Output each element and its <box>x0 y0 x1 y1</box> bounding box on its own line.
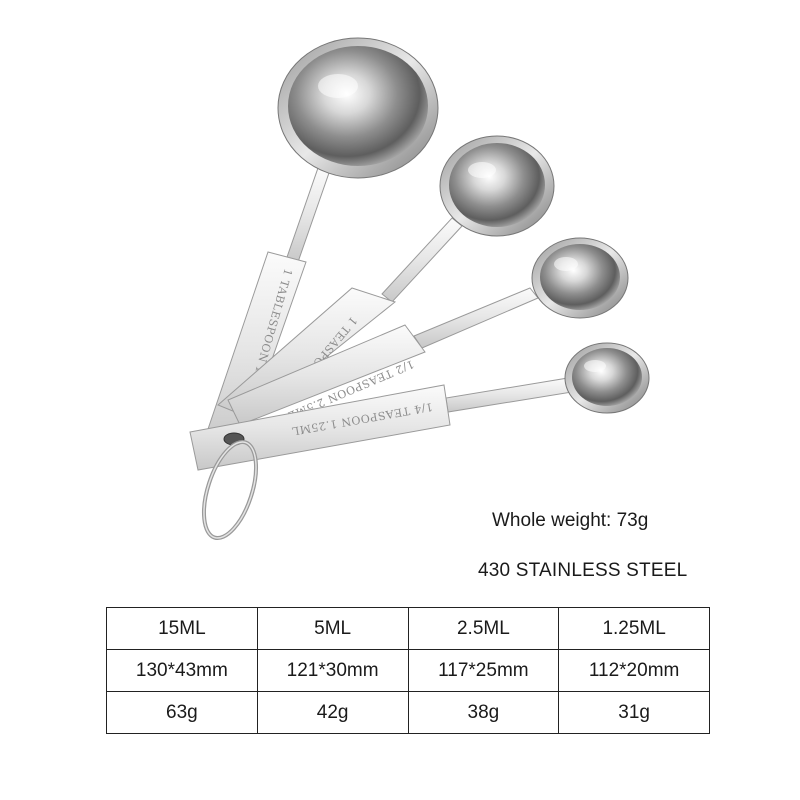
material-label: 430 STAINLESS STEEL <box>478 560 688 581</box>
table-cell: 1.25ML <box>558 607 710 650</box>
table-cell: 121*30mm <box>256 649 409 692</box>
table-cell: 117*25mm <box>407 649 560 692</box>
key-ring <box>201 432 259 541</box>
whole-weight-label: Whole weight: 73g <box>492 510 649 531</box>
table-cell: 38g <box>407 691 560 734</box>
table-cell: 5ML <box>256 607 409 650</box>
table-row-capacity: 15ML 5ML 2.5ML 1.25ML <box>106 607 710 650</box>
measuring-spoons-image: 1 TABLESPOON 15ML 1 TEASPOON 5ML 1/2 TEA… <box>189 37 650 541</box>
table-cell: 63g <box>106 691 258 734</box>
table-cell: 15ML <box>106 607 258 650</box>
table-cell: 2.5ML <box>407 607 560 650</box>
table-cell: 112*20mm <box>558 649 710 692</box>
table-cell: 42g <box>256 691 409 734</box>
spec-table: 15ML 5ML 2.5ML 1.25ML 130*43mm 121*30mm … <box>106 607 710 734</box>
table-cell: 31g <box>558 691 710 734</box>
table-row-dimensions: 130*43mm 121*30mm 117*25mm 112*20mm <box>106 649 710 692</box>
table-cell: 130*43mm <box>106 649 258 692</box>
table-row-weight: 63g 42g 38g 31g <box>106 691 710 734</box>
